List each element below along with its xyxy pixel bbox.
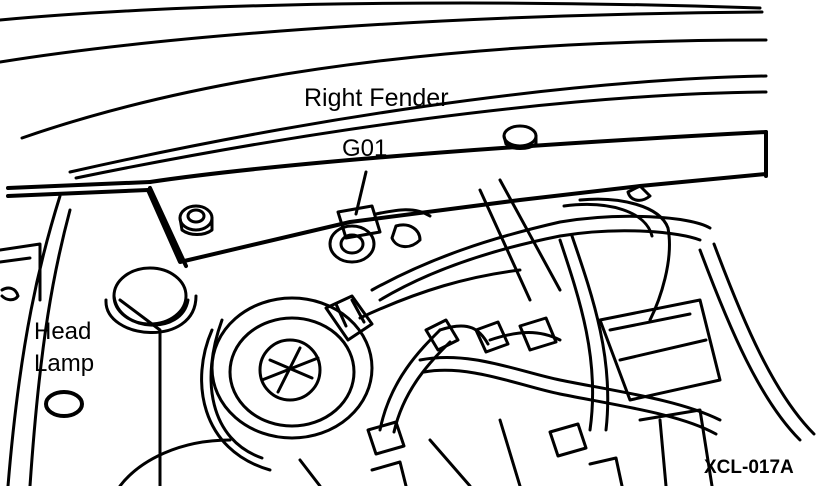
right-fender-label: Right Fender [304,84,449,112]
head-lamp-label-line1: Head [34,318,92,345]
lower-components [598,184,816,486]
g01-label: G01 [342,135,388,162]
brake-lines [378,324,722,436]
harness-connector [324,294,374,342]
headlamp-housing [0,194,198,486]
head-lamp-oval [44,390,84,418]
head-lamp-label-line2: Lamp [34,350,95,377]
fender-bolt [178,204,214,236]
figure-code: XCL-017A [704,457,794,478]
lower-frame [118,418,522,486]
wiring-harness [358,178,712,432]
hood-outline [0,1,768,180]
body-plug [502,124,538,150]
brake-line-fittings [366,316,624,486]
g01-ground-connector [328,170,432,264]
strut-tower-cap [200,296,374,472]
